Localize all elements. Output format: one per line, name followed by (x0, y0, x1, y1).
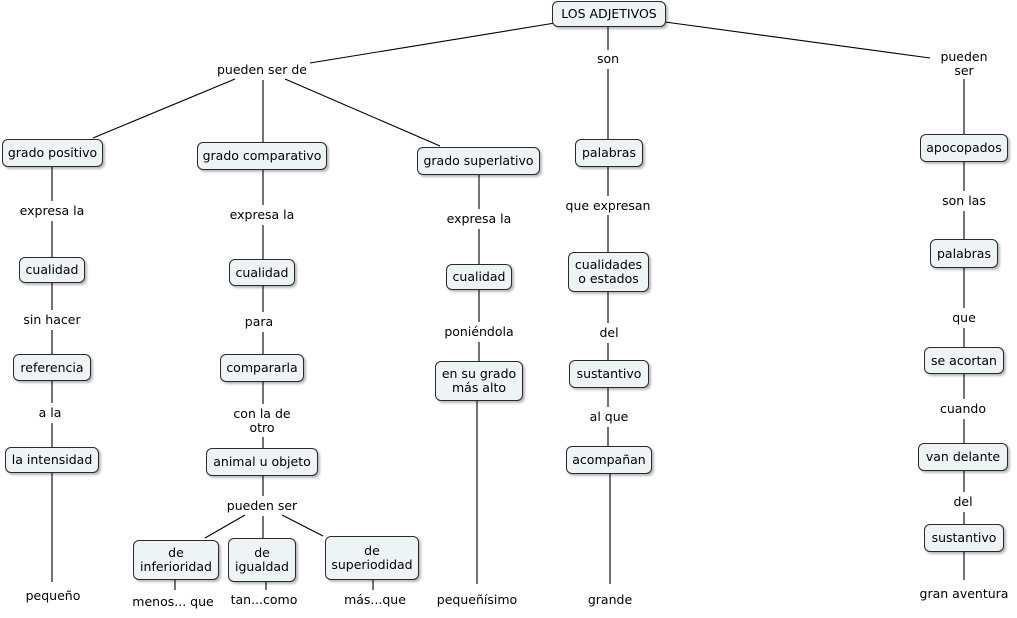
node-comparativo-superioridad[interactable]: de superiodidad (325, 536, 419, 580)
node-definicion-cualidades-estados[interactable]: cualidades o estados (568, 252, 649, 292)
node-grado-superlativo[interactable]: grado superlativo (417, 147, 540, 175)
node-comparativo-animal-objeto[interactable]: animal u objeto (206, 448, 318, 476)
example-apocopados: gran aventura (919, 586, 1009, 601)
link-label-positivo-sin-hacer: sin hacer (21, 312, 83, 328)
node-grado-comparativo[interactable]: grado comparativo (197, 142, 327, 170)
link-label-comparativo-para: para (242, 314, 276, 330)
link-label-apocopados-del: del (951, 494, 975, 510)
node-definicion-acompanan[interactable]: acompañan (566, 446, 652, 474)
node-comparativo-cualidad[interactable]: cualidad (229, 259, 295, 286)
link-label-positivo-expresa: expresa la (17, 203, 87, 219)
example-igualdad: tan...como (230, 592, 298, 607)
node-apocopados-van-delante[interactable]: van delante (918, 443, 1008, 471)
link-label-definicion-al-que: al que (587, 409, 631, 425)
node-apocopados-palabras[interactable]: palabras (930, 239, 998, 268)
link-label-apocopados-que: que (950, 310, 978, 326)
root-node[interactable]: LOS ADJETIVOS (552, 1, 666, 27)
link-label-definicion-que-expresan: que expresan (563, 198, 653, 214)
node-definicion-palabras[interactable]: palabras (575, 139, 643, 167)
link-label-apocopados-cuando: cuando (938, 401, 988, 417)
link-label-grados: pueden ser de (214, 62, 310, 78)
example-inferioridad: menos... que (132, 594, 214, 609)
node-comparativo-inferioridad[interactable]: de inferioridad (133, 540, 219, 580)
example-definicion: grande (587, 592, 633, 607)
link-label-positivo-a-la: a la (36, 405, 64, 421)
link-label-apocopados-son-las: son las (940, 193, 988, 209)
link-label-definicion: son (594, 51, 622, 67)
link-label-comparativo-pueden-ser: pueden ser (224, 498, 300, 514)
link-label-comparativo-expresa: expresa la (227, 207, 297, 223)
node-apocopados[interactable]: apocopados (920, 134, 1008, 162)
example-positivo: pequeño (25, 588, 81, 603)
node-grado-positivo[interactable]: grado positivo (2, 139, 103, 167)
node-definicion-sustantivo[interactable]: sustantivo (569, 360, 649, 388)
node-positivo-cualidad[interactable]: cualidad (19, 257, 85, 283)
node-comparativo-compararla[interactable]: compararla (220, 354, 304, 382)
link-label-apocopados: pueden ser (937, 49, 991, 79)
link-label-superlativo-expresa: expresa la (444, 211, 514, 227)
node-positivo-referencia[interactable]: referencia (13, 354, 91, 381)
node-superlativo-cualidad[interactable]: cualidad (446, 264, 512, 290)
link-label-definicion-del: del (597, 325, 621, 341)
node-apocopados-se-acortan[interactable]: se acortan (924, 347, 1004, 374)
example-superioridad: más...que (344, 592, 406, 607)
link-label-superlativo-poniendola: poniéndola (442, 324, 516, 340)
node-superlativo-grado-alto[interactable]: en su grado más alto (435, 361, 523, 401)
link-label-comparativo-con-la-de-otro: con la de otro (231, 406, 293, 436)
node-positivo-intensidad[interactable]: la intensidad (5, 447, 99, 473)
example-superlativo: pequeñísimo (436, 592, 518, 607)
node-apocopados-sustantivo[interactable]: sustantivo (924, 524, 1004, 552)
node-comparativo-igualdad[interactable]: de igualdad (228, 538, 296, 582)
